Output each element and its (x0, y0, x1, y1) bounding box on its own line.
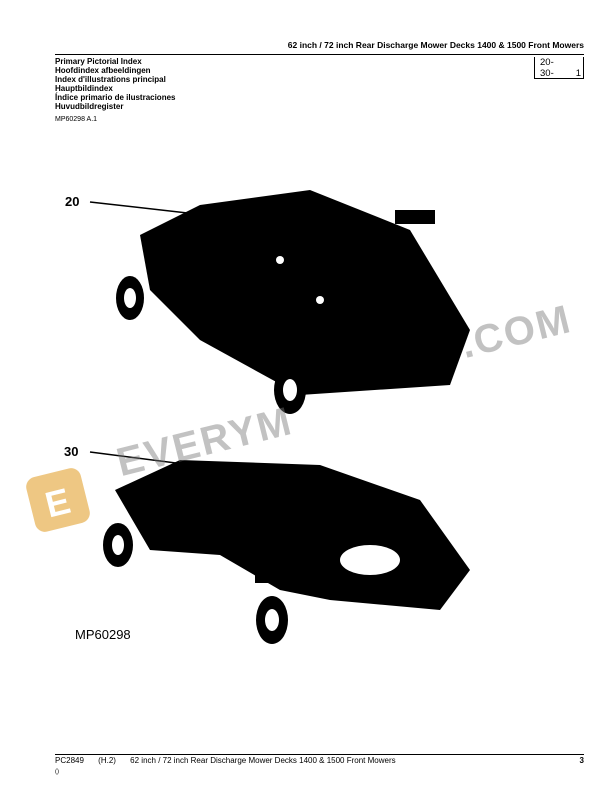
index-title: Primary Pictorial Index (55, 57, 142, 66)
index-title: Huvudbildregister (55, 102, 124, 111)
index-titles: Primary Pictorial Index Hoofdindex afbee… (55, 57, 175, 111)
index-page: 1 (575, 68, 581, 79)
header-title: 62 inch / 72 inch Rear Discharge Mower D… (287, 40, 584, 50)
index-title: Index d'illustrations principal (55, 75, 166, 84)
footer-rev: (H.2) (98, 756, 116, 765)
page-number: 3 (579, 756, 584, 765)
footer-doc: PC2849 (55, 756, 84, 765)
upper-mower-deck (89, 190, 470, 414)
callout-20: 20 (65, 194, 80, 209)
index-row: 30- 1 (540, 68, 583, 79)
footer-title: 62 inch / 72 inch Rear Discharge Mower D… (130, 756, 396, 765)
figure-id: MP60298 (75, 627, 131, 642)
footer-sub: () (55, 769, 59, 775)
index-title: Hauptbildindex (55, 84, 113, 93)
index-title: Índice primario de ilustraciones (55, 93, 176, 102)
index-row: 20- (540, 57, 583, 68)
header-divider (55, 54, 584, 55)
lower-mower-deck (89, 451, 470, 644)
figure-reference: MP60298 A.1 (55, 116, 98, 123)
callout-30: 30 (64, 444, 79, 459)
watermark-logo-icon: E (26, 468, 90, 532)
index-box: 20- 30- 1 (534, 57, 584, 79)
index-code: 20- (540, 57, 554, 68)
index-code: 30- (540, 68, 554, 79)
footer: PC2849 (H.2) 62 inch / 72 inch Rear Disc… (55, 756, 408, 766)
footer-divider (55, 754, 584, 755)
index-title: Hoofdindex afbeeldingen (55, 66, 151, 75)
